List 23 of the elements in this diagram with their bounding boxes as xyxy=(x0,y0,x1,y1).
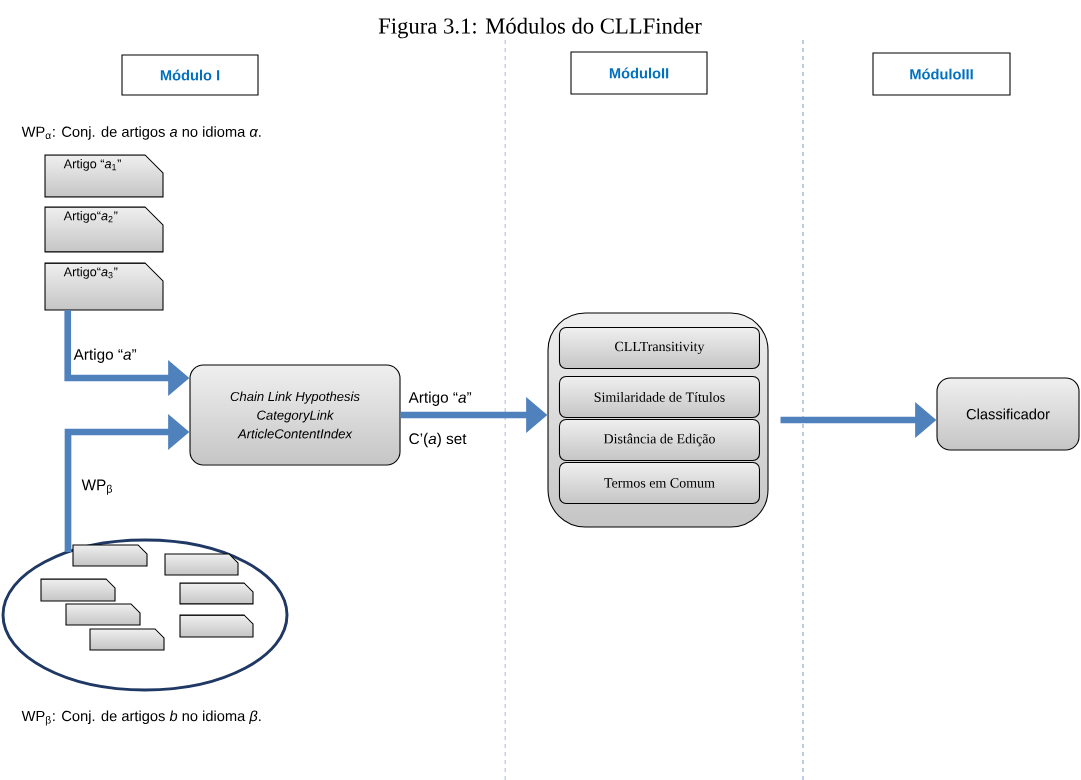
document-shape xyxy=(179,582,254,605)
figure-title: Figura 3.1: Módulos do CLLFinder xyxy=(378,17,702,39)
method-bar: Similaridade de Títulos xyxy=(558,375,760,418)
set-description: WP$_{α}$: Conj. de artigos a no idioma α. xyxy=(21,126,261,140)
module-heading: Módulo I xyxy=(121,54,259,96)
module-heading: MóduloII xyxy=(570,51,708,95)
method-bar: CLLTransitivity xyxy=(558,326,760,369)
edge-label: Artigo “a” xyxy=(407,390,473,408)
collection-ellipse xyxy=(1,538,289,692)
document-shape xyxy=(65,603,141,626)
document-shape xyxy=(89,628,165,651)
process-box: Chain Link Hypothesis CategoryLink ArticleContentIndex xyxy=(189,364,401,466)
set-description: WP$_{β}$: Conj. de artigos b no idioma β. xyxy=(21,710,261,726)
process-box: Classificador xyxy=(936,377,1080,451)
method-bar: Distância de Edição xyxy=(558,418,760,461)
document-shape xyxy=(72,544,148,567)
document-shape xyxy=(164,553,239,576)
edge-label: WP$_{β}$ xyxy=(80,478,115,497)
module-heading: MóduloIII xyxy=(872,52,1011,96)
edge-label: Artigo “a” xyxy=(72,347,138,365)
method-bar: Termos em Comum xyxy=(558,461,760,504)
document-shape xyxy=(179,614,254,638)
document-shape xyxy=(40,578,116,602)
